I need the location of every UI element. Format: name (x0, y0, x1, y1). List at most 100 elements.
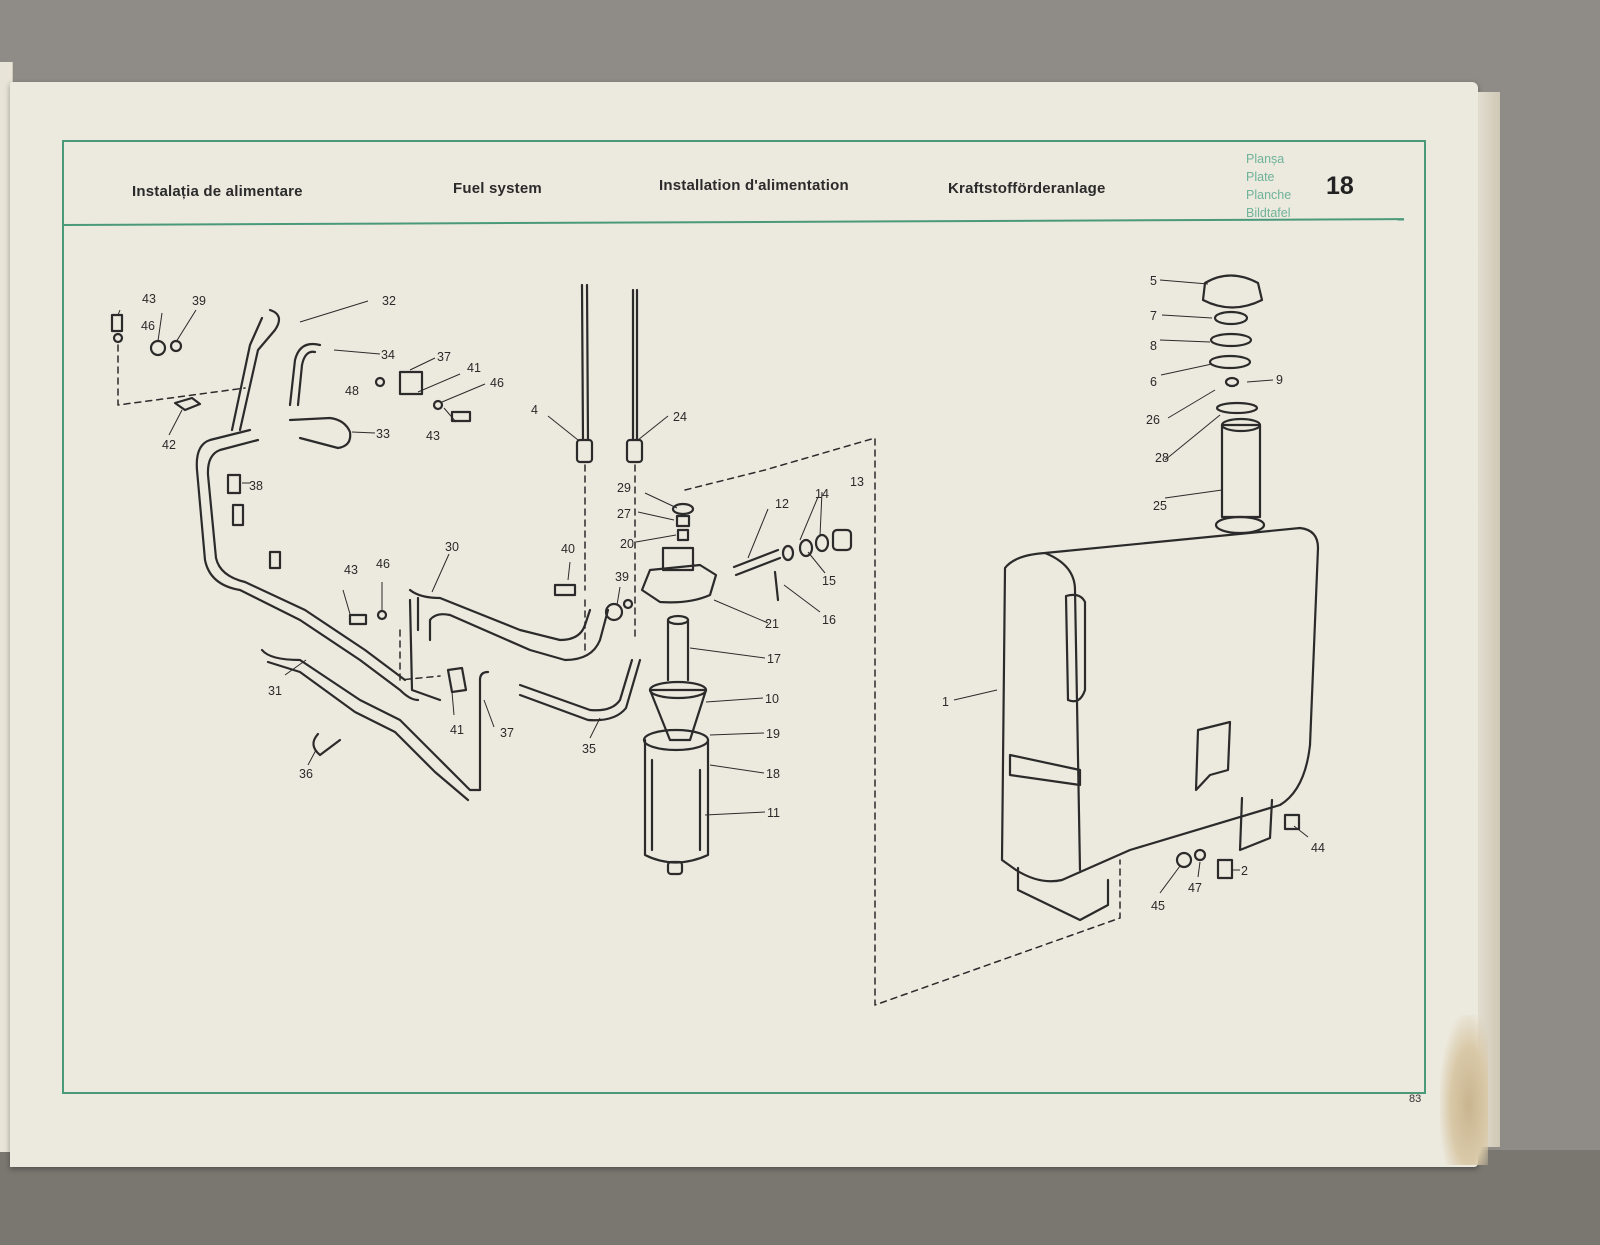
clip-42 (173, 396, 202, 412)
callout: 46 (376, 557, 390, 571)
washer-46c (376, 609, 388, 621)
clamp-36 (312, 732, 342, 757)
filter-clip-11 (650, 758, 702, 852)
callout: 26 (1146, 413, 1160, 427)
fuel-pipe-34 (288, 342, 322, 407)
tank-foot-left (1016, 866, 1110, 922)
callout: 9 (1276, 373, 1283, 387)
title-french: Installation d'alimentation (659, 177, 849, 194)
callout: 29 (617, 481, 631, 495)
screw-43b (450, 410, 472, 423)
callout: 27 (617, 507, 631, 521)
clip-37 (398, 370, 424, 396)
callout: 33 (376, 427, 390, 441)
callout: 37 (500, 726, 514, 740)
leader-lines (117, 279, 1309, 894)
callout: 4 (531, 403, 538, 417)
page-frame (62, 140, 1426, 1094)
title-english: Fuel system (453, 180, 542, 197)
rod-4-nut (575, 438, 594, 464)
banjo-39 (149, 339, 167, 357)
callout: 31 (268, 684, 282, 698)
title-romanian: Instalația de alimentare (132, 183, 303, 200)
screw-43c (348, 613, 368, 626)
plate-label-en: Plate (1246, 170, 1275, 184)
callout: 7 (1150, 309, 1157, 323)
dashed-guides (117, 344, 1121, 1006)
banjo-39b (604, 602, 624, 622)
screw-44 (1283, 813, 1301, 831)
page-stack-edge (1478, 92, 1500, 1147)
plate-labels: Planșa Plate Planche Bildtafel (1246, 150, 1291, 222)
callout: 25 (1153, 499, 1167, 513)
rod-4 (580, 283, 590, 442)
callout: 43 (344, 563, 358, 577)
filter-tube-17 (666, 618, 690, 682)
plate-label-ro: Planșa (1246, 152, 1285, 166)
fuel-tank-1 (1000, 526, 1320, 883)
callout: 12 (775, 497, 789, 511)
fuel-pipe-main (195, 428, 420, 702)
tank-bracket (1008, 753, 1082, 787)
callout: 43 (426, 429, 440, 443)
paper-stain (1440, 1015, 1488, 1165)
callout: 17 (767, 652, 781, 666)
callout: 48 (345, 384, 359, 398)
filter-head-neck (661, 546, 695, 572)
callout: 40 (561, 542, 575, 556)
callout: 43 (142, 292, 156, 306)
fitting-38 (226, 473, 242, 495)
bolt-12 (732, 548, 782, 577)
callout: 39 (615, 570, 629, 584)
callout: 1 (942, 695, 949, 709)
callout: 16 (822, 613, 836, 627)
washer-29 (671, 502, 695, 516)
callout: 5 (1150, 274, 1157, 288)
fuel-pipe-30 (408, 588, 592, 642)
callout: 36 (299, 767, 313, 781)
clip-41 (446, 666, 468, 694)
callout: 24 (673, 410, 687, 424)
part-27 (675, 514, 691, 528)
filter-drain (666, 860, 684, 876)
callout: 19 (766, 727, 780, 741)
filter-seal-19 (642, 728, 710, 752)
fitting-lower (268, 550, 282, 570)
screw-43 (110, 313, 124, 333)
manual-page (10, 82, 1478, 1167)
page-number: 83 (1409, 1093, 1422, 1105)
tank-handle (1064, 593, 1087, 703)
callout: 20 (620, 537, 634, 551)
callout: 15 (822, 574, 836, 588)
callout: 41 (450, 723, 464, 737)
callout: 13 (850, 475, 864, 489)
callout: 14 (815, 487, 829, 501)
washer-47 (1193, 848, 1207, 862)
plate-label-fr: Planche (1246, 188, 1292, 202)
fuel-pipe-35 (518, 658, 634, 712)
cap-5 (1201, 274, 1264, 309)
washer-46 (112, 332, 124, 344)
washer-6 (1208, 354, 1252, 370)
callout: 41 (467, 361, 481, 375)
fuel-pipe-32 (238, 308, 281, 432)
title-german: Kraftstofförderanlage (948, 180, 1106, 197)
fitting-38b (231, 503, 245, 527)
callout: 18 (766, 767, 780, 781)
filler-neck (1214, 515, 1266, 535)
callout: 38 (249, 479, 263, 493)
callout: 39 (192, 294, 206, 308)
part-20 (676, 528, 690, 542)
rod-24 (631, 288, 639, 442)
plate-label-de: Bildtafel (1246, 206, 1291, 220)
callout: 6 (1150, 375, 1157, 389)
callout: 11 (767, 806, 780, 820)
fuel-pipe-33 (288, 416, 352, 450)
washer-9 (1224, 376, 1240, 388)
filter-bowl-18 (643, 738, 710, 864)
washer-46b (432, 399, 444, 411)
callout: 37 (437, 350, 451, 364)
callout: 10 (765, 692, 779, 706)
callout: 21 (765, 617, 779, 631)
